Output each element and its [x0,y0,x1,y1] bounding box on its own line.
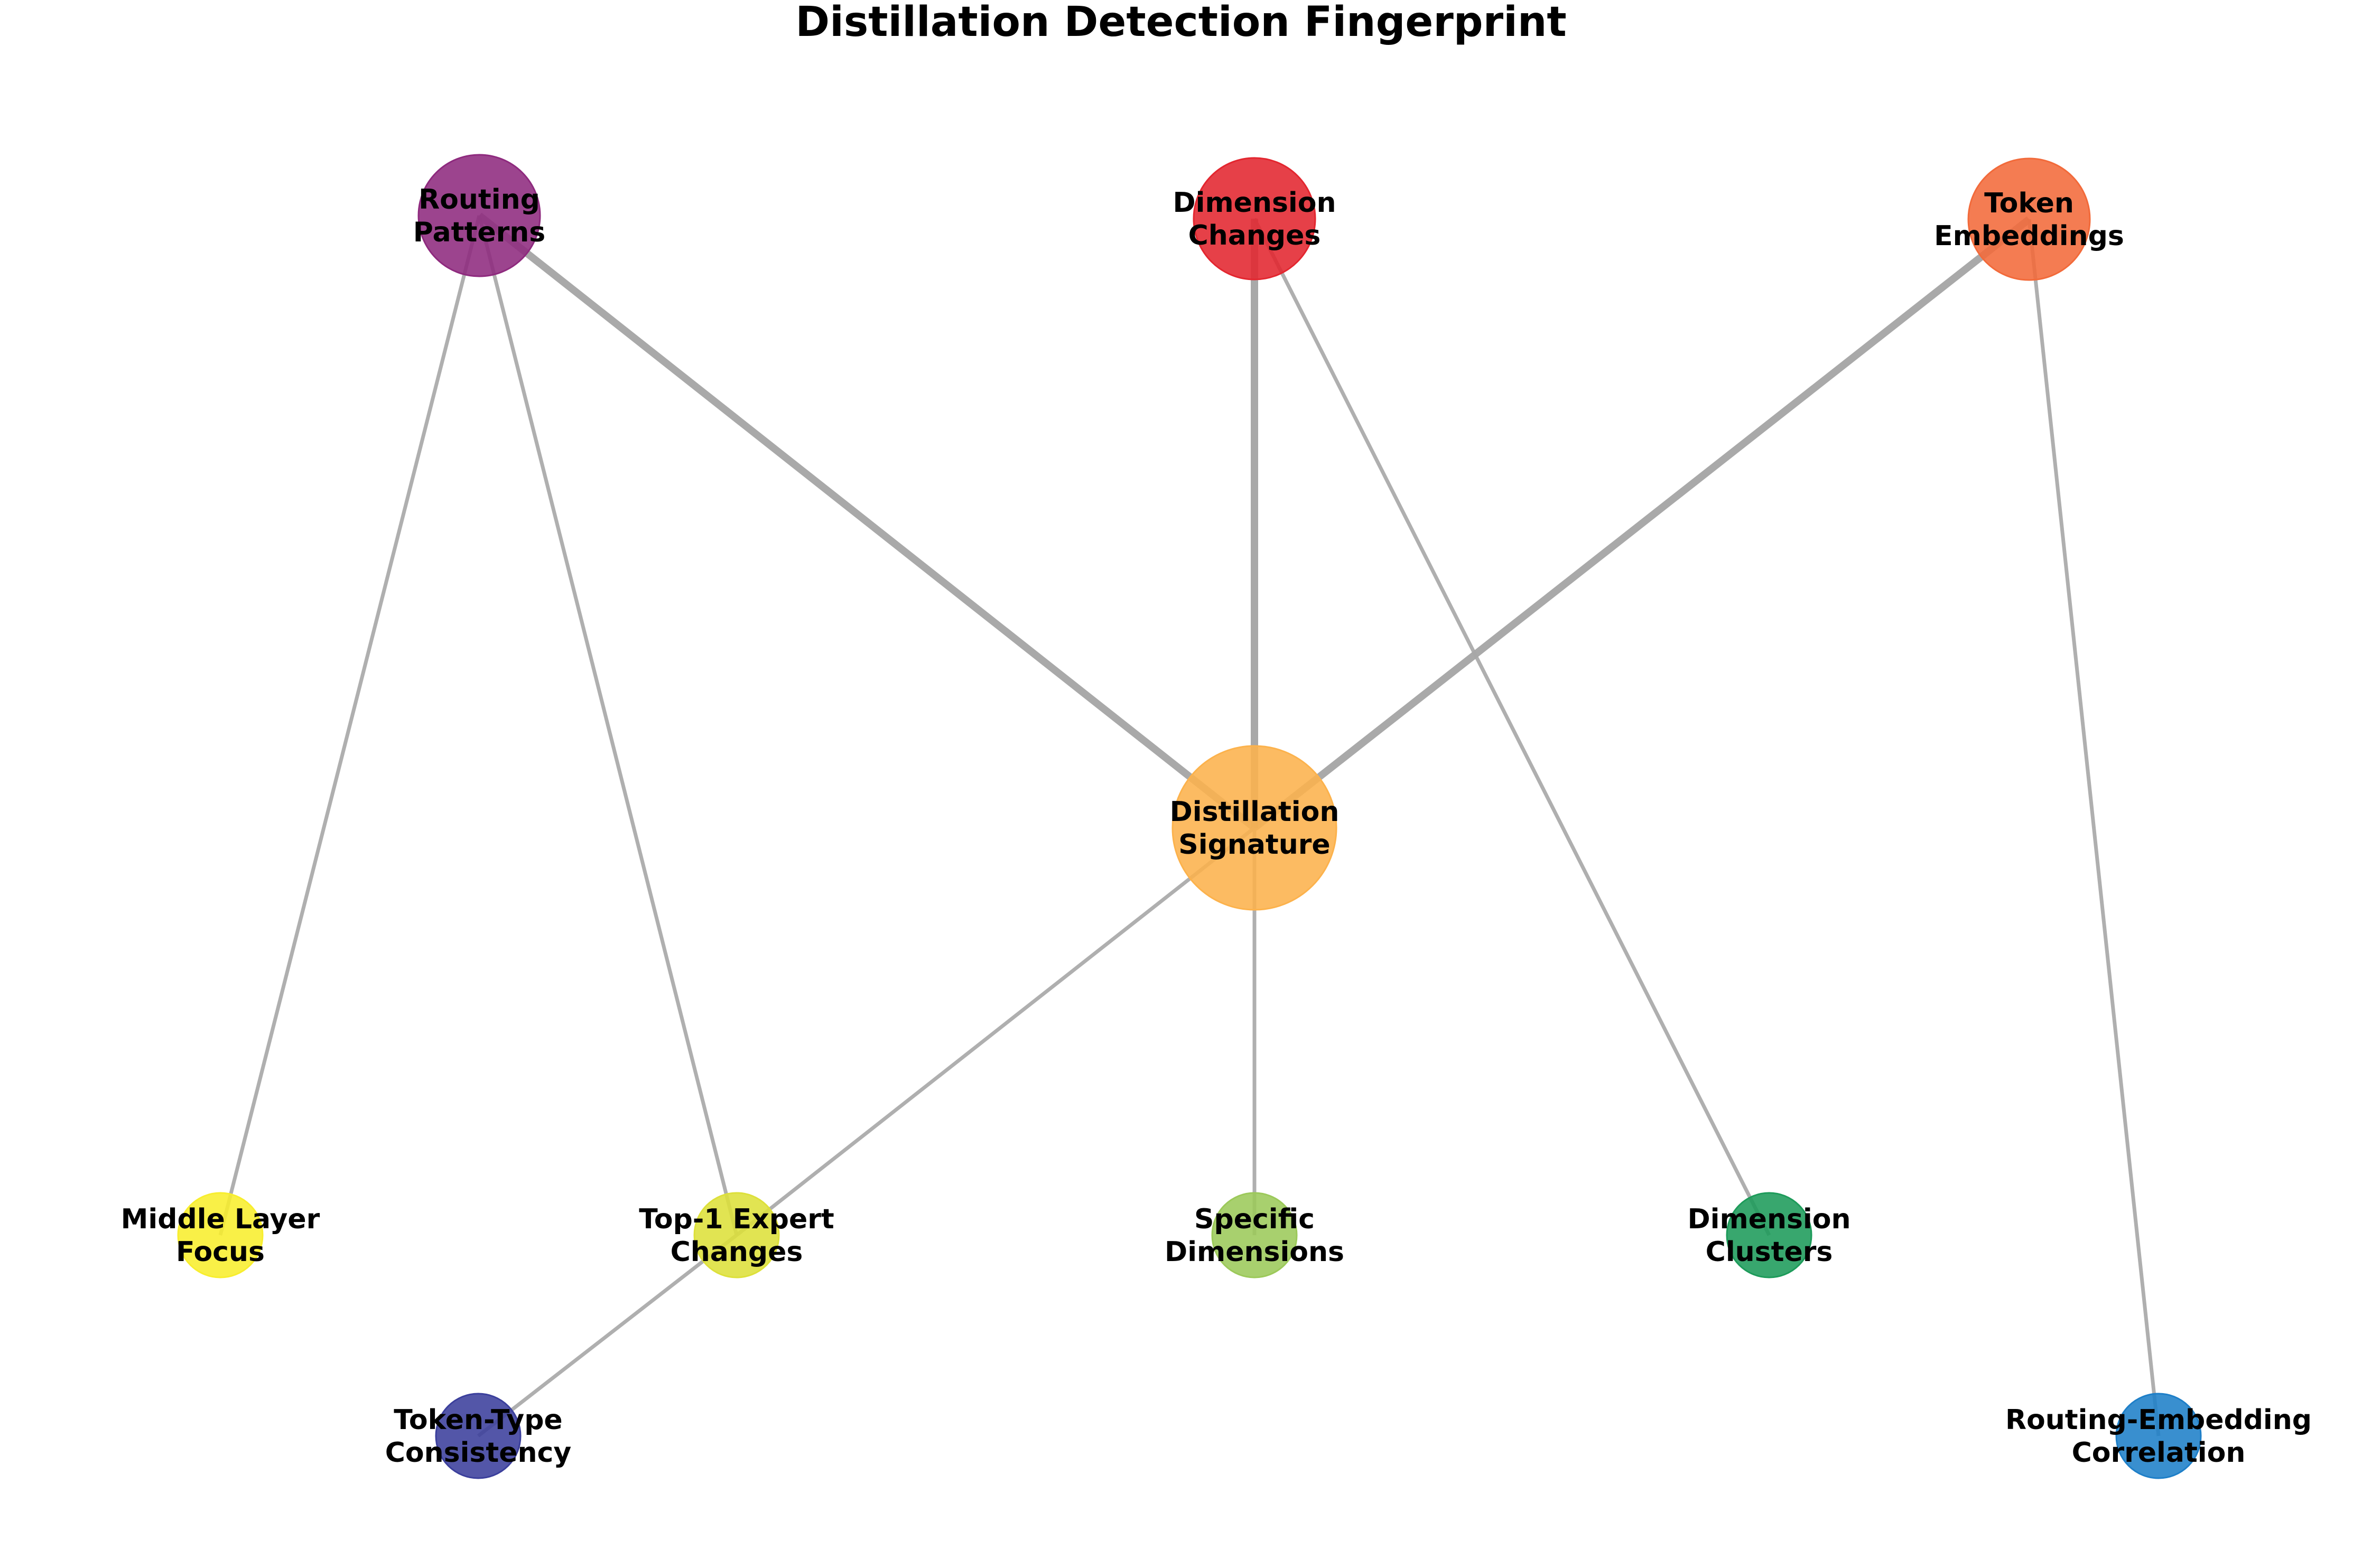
node-token-type-consistency [435,1393,522,1479]
node-middle-layer-focus [177,1192,264,1278]
edge-token-embeddings-to-routing-embedding-correlation [2027,219,2161,1436]
node-label-distillation-signature-line-2: Signature [1178,829,1330,861]
edge-routing-patterns-to-middle-layer-focus [218,215,481,1236]
node-label-token-embeddings-line-2: Embeddings [1934,220,2124,252]
edge-token-embeddings-to-distillation-signature [1252,216,2032,831]
node-top1-expert-changes [693,1192,780,1278]
nodes-layer [177,154,2202,1479]
labels-layer: RoutingPatternsDimensionChangesTokenEmbe… [121,184,2312,1469]
edge-dimension-changes-to-dimension-clusters [1252,218,1771,1236]
node-label-dimension-changes-line-2: Changes [1188,220,1321,251]
node-label-specific-dimensions-line-1: Specific [1194,1203,1315,1235]
node-label-dimension-clusters-line-2: Clusters [1706,1236,1833,1268]
node-token-embeddings [1967,157,2091,281]
edge-top1-expert-changes-to-token-type-consistency [477,1234,738,1438]
node-routing-patterns [417,154,541,277]
node-specific-dimensions [1211,1192,1298,1278]
edge-routing-patterns-to-top1-expert-changes [477,215,739,1236]
node-label-specific-dimensions-line-2: Dimensions [1165,1236,1344,1268]
node-dimension-clusters [1726,1192,1812,1278]
node-routing-embedding-correlation [2115,1393,2202,1479]
node-label-top1-expert-changes-line-2: Changes [671,1236,803,1268]
node-label-routing-patterns-line-2: Patterns [413,217,545,248]
node-label-routing-embedding-correlation-line-1: Routing-Embedding [2005,1404,2312,1436]
node-label-routing-patterns-line-1: Routing [419,184,540,216]
node-dimension-changes [1193,157,1316,281]
node-label-dimension-changes-line-1: Dimension [1173,187,1336,219]
node-label-token-type-consistency-line-1: Token-Type [394,1404,562,1436]
node-label-distillation-signature-line-1: Distillation [1170,796,1340,828]
node-label-middle-layer-focus-line-1: Middle Layer [121,1203,320,1235]
node-label-middle-layer-focus-line-2: Focus [176,1236,265,1268]
node-distillation-signature [1171,745,1337,911]
diagram-title: Distillation Detection Fingerprint [795,0,1566,46]
node-label-top1-expert-changes-line-1: Top-1 Expert [639,1203,834,1235]
edge-routing-patterns-to-distillation-signature [477,212,1257,831]
node-label-routing-embedding-correlation-line-2: Correlation [2072,1437,2246,1469]
node-label-token-embeddings-line-1: Token [1984,188,2074,219]
node-label-dimension-clusters-line-1: Dimension [1688,1203,1851,1235]
node-label-token-type-consistency-line-2: Consistency [385,1437,572,1469]
edge-distillation-signature-to-top1-expert-changes [735,826,1256,1237]
